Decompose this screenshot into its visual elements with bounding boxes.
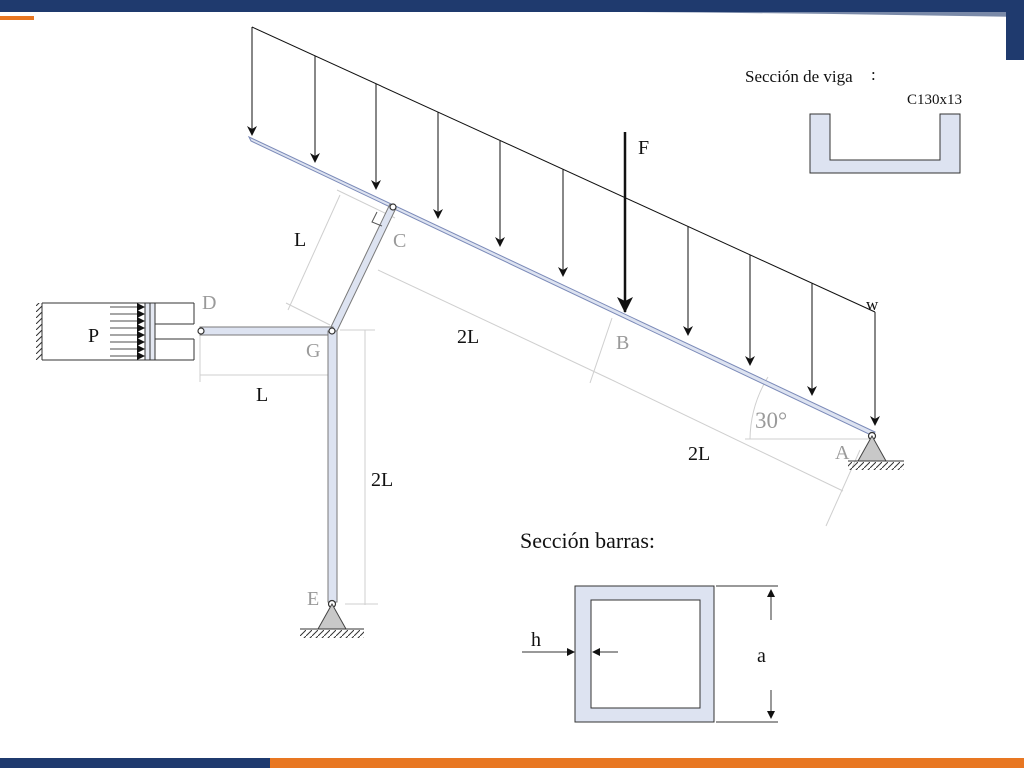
channel-profile-shape (809, 113, 961, 174)
label-G: G (306, 340, 320, 362)
label-B: B (616, 332, 629, 354)
beam-profile-label: C130x13 (907, 92, 962, 108)
joint-D (197, 327, 205, 335)
support-E (300, 602, 364, 638)
dim-CG-label: L (294, 229, 306, 251)
label-w: w (866, 295, 879, 314)
label-A: A (835, 442, 850, 464)
dim-CB-label: 2L (457, 326, 479, 348)
beam-section-inset: Sección de viga : C130x13 (745, 65, 962, 174)
support-A (848, 434, 904, 470)
bar-section-title: Sección barras: (520, 528, 655, 553)
label-C: C (393, 230, 406, 252)
dim-DG-label: L (256, 384, 268, 406)
dim-BA-label: 2L (688, 443, 710, 465)
beam-section-colon: : (871, 65, 876, 84)
beam-section-title: Sección de viga (745, 67, 853, 86)
dim-GE-label: 2L (371, 469, 393, 491)
slide-footer (0, 758, 1024, 768)
joint-G (328, 327, 336, 335)
square-tube-shape (574, 585, 715, 723)
bar-DG (199, 326, 334, 336)
distributed-load (247, 26, 880, 426)
slide-header (0, 0, 1024, 60)
label-D: D (202, 292, 216, 314)
hydraulic-cylinder (36, 302, 195, 361)
right-angle-mark (371, 211, 383, 227)
bar-GE (327, 330, 338, 603)
label-E: E (307, 588, 319, 610)
joint-C (389, 203, 397, 211)
label-h: h (531, 629, 541, 651)
label-P: P (88, 325, 99, 347)
bar-CG (329, 203, 397, 334)
bar-section-inset: Sección barras: h a (520, 528, 778, 723)
beam-AC (247, 135, 876, 437)
label-F: F (638, 137, 649, 159)
label-angle: 30° (755, 408, 787, 433)
members (199, 135, 876, 603)
label-a: a (757, 645, 766, 667)
